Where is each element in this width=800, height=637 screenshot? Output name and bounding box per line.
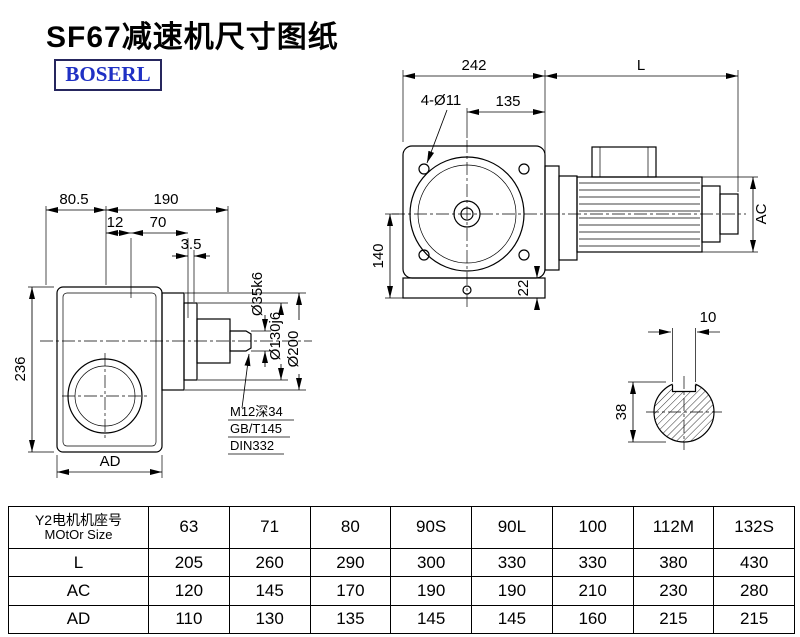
frame-size-cell: 100 [551, 506, 634, 549]
dim-cell: 135 [309, 604, 392, 635]
side-view-body [56, 286, 252, 453]
keyway-outline [671, 384, 697, 393]
frame-size-cell: 112M [632, 506, 715, 549]
dim-cell: 170 [309, 576, 392, 606]
dim-38: 38 [613, 381, 666, 443]
side-view: 80.5 190 12 70 3.5 [12, 191, 312, 478]
dim-22: 22 [515, 266, 540, 310]
dim-140-label: 140 [370, 243, 387, 268]
dim-38-label: 38 [613, 404, 630, 421]
dim-cell: 430 [713, 547, 795, 578]
dim-AD-label: AD [100, 453, 121, 470]
dim-cell: 205 [148, 547, 230, 578]
dim-flange-dia-label: Ø200 [285, 331, 302, 368]
dim-135-label: 135 [495, 93, 520, 110]
dim-135: 135 [466, 93, 545, 138]
dim-140: 140 [370, 213, 403, 299]
front-view-motor [544, 146, 739, 271]
dim-4xd11-label: 4-Ø11 [421, 92, 462, 109]
dim-AC: AC [702, 176, 770, 253]
frame-size-cell: 90S [390, 506, 472, 549]
tapped-hole-note: M12深34 GB/T145 DIN332 [228, 353, 294, 455]
frame-size-row: Y2电机机座号 MOtOr Size 63 71 80 90S 90L 100 … [8, 506, 795, 549]
dim-cell: 215 [632, 604, 715, 635]
dim-10-label: 10 [700, 309, 717, 326]
dimension-row-AC: AC 120 145 170 190 190 210 230 280 [8, 576, 795, 606]
dim-cell: 110 [148, 604, 230, 635]
dim-cell: 145 [228, 576, 311, 606]
row-label-AD: AD [8, 604, 149, 635]
dim-cell: 215 [713, 604, 795, 635]
dim-190: 190 [106, 191, 229, 292]
row-label-L: L [8, 547, 149, 578]
motor-size-header-cn: Y2电机机座号 [34, 512, 123, 529]
dim-3-5: 3.5 [172, 236, 210, 302]
dim-cell: 145 [471, 604, 553, 635]
dim-cell: 145 [390, 604, 472, 635]
dim-cell: 330 [471, 547, 553, 578]
boserl-logo: BOSERL [54, 59, 162, 91]
dim-cell: 160 [551, 604, 634, 635]
dim-L-label: L [637, 57, 645, 74]
frame-size-cell: 71 [228, 506, 311, 549]
dim-cell: 330 [551, 547, 634, 578]
motor-size-header: Y2电机机座号 MOtOr Size [8, 506, 149, 549]
note-m12-label: M12深34 [230, 404, 283, 419]
dim-242: 242 [402, 57, 546, 162]
shaft-end-view: 10 38 [613, 309, 722, 450]
dim-cell: 260 [228, 547, 311, 578]
frame-size-cell: 80 [309, 506, 392, 549]
frame-size-cell: 63 [148, 506, 230, 549]
dim-80-5-label: 80.5 [59, 191, 88, 208]
dim-cell: 190 [390, 576, 472, 606]
dim-12: 12 [106, 214, 132, 298]
dim-cell: 190 [471, 576, 553, 606]
frame-size-cell: 90L [471, 506, 553, 549]
dim-3-5-label: 3.5 [181, 236, 202, 253]
note-din332-label: DIN332 [230, 438, 274, 453]
dim-10: 10 [648, 309, 720, 382]
dim-4xd11: 4-Ø11 [421, 92, 462, 164]
dim-cell: 380 [632, 547, 715, 578]
dim-70-label: 70 [150, 214, 167, 231]
front-view-housing [402, 145, 546, 299]
dim-cell: 290 [309, 547, 392, 578]
page-title: SF67减速机尺寸图纸 [46, 21, 339, 54]
dim-spigot-dia-label: Ø130j6 [267, 312, 284, 360]
dim-cell: 130 [228, 604, 311, 635]
dim-cell: 210 [551, 576, 634, 606]
dim-spigot-dia: Ø130j6 [198, 302, 288, 381]
dim-236-label: 236 [12, 356, 29, 381]
front-view: 242 L 4-Ø11 135 140 [370, 57, 770, 310]
dim-AD: AD [56, 453, 163, 478]
frame-size-cell: 132S [713, 506, 795, 549]
dim-flange-dia: Ø200 [185, 292, 306, 391]
technical-drawing: 242 L 4-Ø11 135 140 [12, 57, 770, 478]
dimension-row-AD: AD 110 130 135 145 145 160 215 215 [8, 604, 795, 635]
dimension-row-L: L 205 260 290 300 330 330 380 430 [8, 547, 795, 578]
motor-size-header-en: MOtOr Size [44, 527, 113, 543]
dim-80-5: 80.5 [45, 191, 107, 285]
dim-cell: 280 [713, 576, 795, 606]
dim-242-label: 242 [461, 57, 486, 74]
dim-shaft-dia: Ø35k6 [249, 272, 271, 367]
motor-dimension-table: Y2电机机座号 MOtOr Size 63 71 80 90S 90L 100 … [8, 506, 795, 635]
dim-cell: 120 [148, 576, 230, 606]
dim-AC-label: AC [753, 203, 770, 224]
dim-190-label: 190 [153, 191, 178, 208]
dim-shaft-dia-label: Ø35k6 [249, 272, 266, 316]
note-gbt145-label: GB/T145 [230, 421, 282, 436]
dim-22-label: 22 [515, 280, 532, 297]
row-label-AC: AC [8, 576, 149, 606]
dim-cell: 230 [632, 576, 715, 606]
dim-12-label: 12 [107, 214, 124, 231]
dim-L: L [545, 57, 739, 192]
dim-cell: 300 [390, 547, 472, 578]
dim-70: 70 [131, 214, 189, 318]
dim-236: 236 [12, 286, 54, 453]
